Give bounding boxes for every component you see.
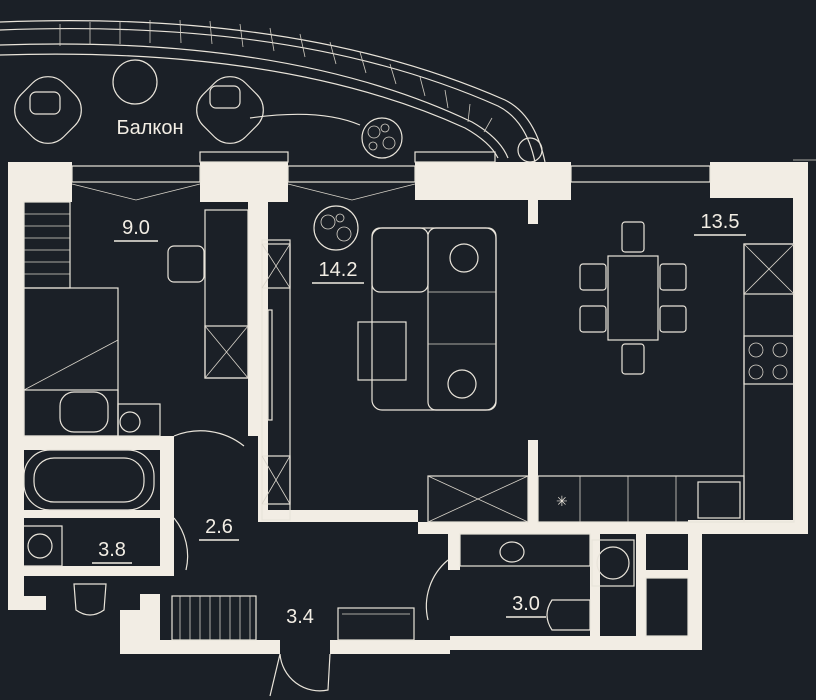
wc-toilet-icon bbox=[546, 599, 591, 631]
stove-icon bbox=[743, 335, 795, 385]
kitchen-area-label: 13.5 bbox=[701, 211, 740, 233]
bedroom-furniture bbox=[23, 201, 249, 447]
living-plant-icon bbox=[313, 205, 359, 251]
bathtub-icon bbox=[23, 449, 155, 511]
hall-furniture bbox=[171, 559, 449, 697]
kitchen-furniture: ✳ bbox=[427, 221, 795, 523]
hall-area-label: 3.4 bbox=[286, 606, 314, 628]
living-furniture bbox=[71, 183, 497, 521]
room-labels: Балкон 9.0 14.2 13.5 3.8 2.6 3.4 3.0 bbox=[92, 117, 746, 628]
balcony-label: Балкон bbox=[116, 117, 183, 139]
bathroom-area-label: 3.8 bbox=[98, 539, 126, 561]
living-area-label: 14.2 bbox=[319, 259, 358, 281]
balcony-area bbox=[0, 19, 546, 163]
armchair-right-icon bbox=[196, 76, 264, 144]
balcony-plant-icon bbox=[361, 117, 403, 159]
wc-fixtures bbox=[459, 533, 689, 637]
round-table-icon bbox=[112, 59, 158, 105]
wc-area-label: 3.0 bbox=[512, 593, 540, 615]
dining-table-icon bbox=[607, 255, 659, 341]
armchair-icon bbox=[59, 391, 109, 433]
bed-icon bbox=[23, 287, 119, 437]
coffee-table-icon bbox=[357, 321, 407, 381]
desk-chair-icon bbox=[167, 245, 205, 283]
boiler-icon bbox=[591, 539, 635, 587]
bathroom-fixtures bbox=[23, 449, 189, 616]
washing-machine-icon bbox=[119, 411, 141, 433]
basin-icon bbox=[27, 533, 53, 559]
svg-text:✳: ✳ bbox=[556, 494, 568, 510]
sink-icon bbox=[697, 481, 741, 519]
wc-basin-icon bbox=[499, 541, 525, 563]
armchair-left-icon bbox=[14, 76, 82, 144]
corridor-area-label: 2.6 bbox=[205, 516, 233, 538]
toilet-icon bbox=[73, 583, 107, 616]
walls bbox=[8, 151, 816, 654]
bedroom-area-label: 9.0 bbox=[122, 217, 150, 239]
